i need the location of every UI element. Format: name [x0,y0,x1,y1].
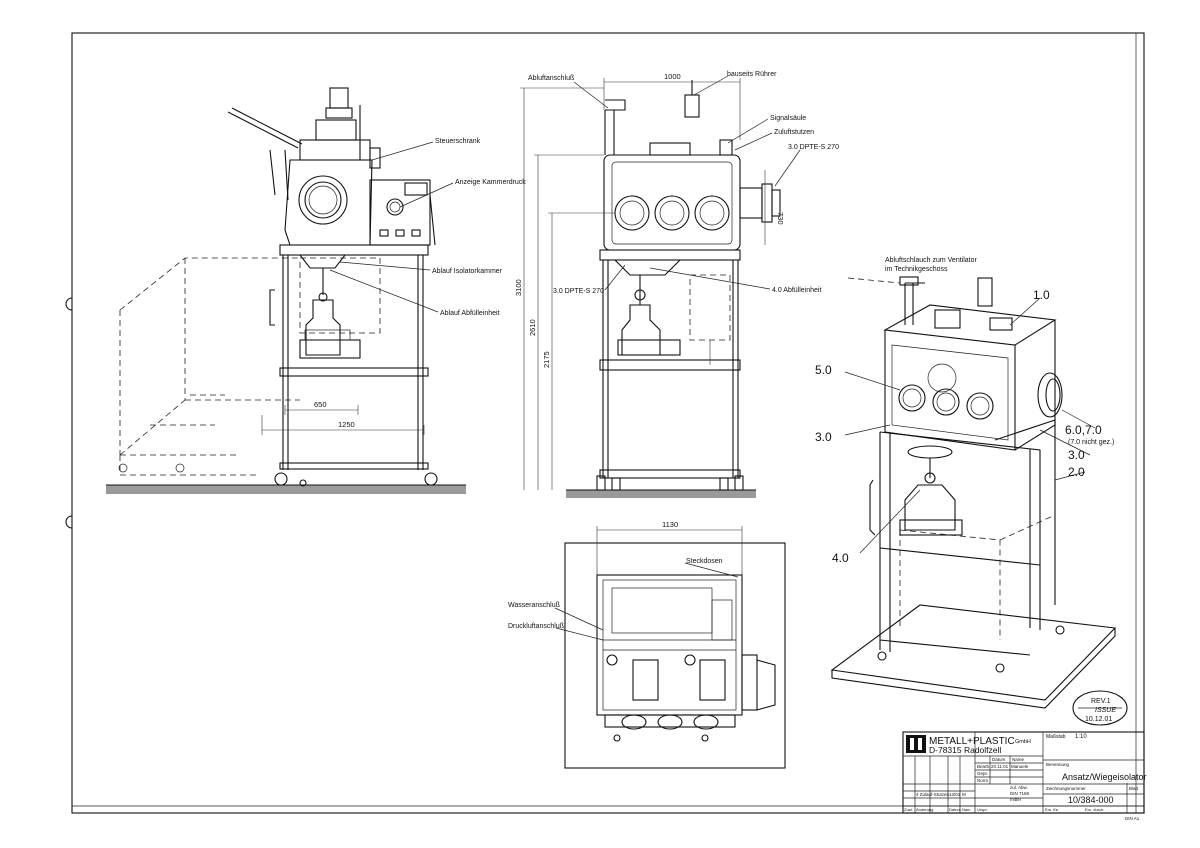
label-abluftschlauch-1: Abluftschlauch zum Ventilator [885,257,977,264]
label-abluftschlauch-2: im Technikgeschoss [885,266,948,273]
title-label: Benennung [1046,762,1070,767]
row-norm: Norm [977,778,988,783]
label-anzeige-kammerdruck: Anzeige Kammerdruck [455,179,526,186]
label-bauseits-ruehrer: bauseits Rührer [727,71,777,78]
ers-fuer: Ers. für: [1045,807,1059,812]
name-bearb: Manuele [1011,764,1029,769]
rev-row-text: 4 Zulauf-Stutzen [916,792,950,797]
zul-abw: zul. Abw. [1010,785,1028,790]
dim-3100: 3100 [514,279,523,296]
drawing-no-label: Zeichnungsnummer [1046,786,1086,791]
side-view: 650 1250 Steuerschrank Anzeige Kammerdru… [106,87,526,494]
date-bearb: 20.11.01 [991,764,1009,769]
dim-2175: 2175 [542,351,551,368]
revision-stamp: REV.1 ISSUE 10.12.01 [1072,690,1128,726]
callout-7-0-note: (7.0 nicht gez.) [1068,439,1114,446]
tolerance-mittel: mittel [1010,797,1021,802]
din-7168: DIN 7168 [1010,791,1030,796]
dim-1130: 1130 [662,520,678,529]
label-steuerschrank: Steuerschrank [435,138,481,145]
callout-1-0: 1.0 [1033,288,1050,302]
rev-issue: ISSUE [1095,707,1116,714]
label-zuluftstutzen: Zuluftstutzen [774,129,814,136]
format-din-a1: DIN A1 [1125,816,1140,821]
company-logo [906,735,926,753]
label-ablauf-isolatorkammer: Ablauf Isolatorkammer [432,268,503,275]
callout-2-0: 2.0 [1068,465,1085,479]
rev-date: 10.12.01 [1085,716,1112,723]
top-view: 1130 Steckdosen Wasseranschluß Druckluft… [508,520,786,769]
label-druckluftanschluss: Druckluftanschluß [508,623,564,630]
row-gepr: Gepr. [977,771,988,776]
col-datum2: Datum [949,807,961,812]
scale-value: 1:10 [1075,734,1087,740]
dim-1000: 1000 [664,72,681,81]
label-ablauf-abfuelleinheit: Ablauf Abfülleinheit [440,310,500,317]
row-bearb: Bearb. [977,764,990,769]
dim-650: 650 [314,400,327,409]
dim-730: 730 [776,212,785,225]
scale-label: Maßstab [1046,734,1066,740]
drawing-number: 10/384-000 [1068,795,1114,805]
dim-1250: 1250 [338,420,355,429]
col-datum: Datum [992,757,1006,762]
label-signalsaeule: Signalsäule [770,115,806,122]
punch-hole [65,297,73,311]
company-name: METALL+PLASTIC [929,736,1015,747]
drawing-frame [71,32,1145,814]
col-urspr: Urspr. [977,807,988,812]
callout-6-0-7-0: 6.0,7.0 [1065,423,1102,437]
punch-hole [65,515,73,529]
rev-row-name: M [962,792,966,797]
rev-label: REV.1 [1091,698,1111,705]
dim-2610: 2610 [528,319,537,336]
col-zust: Zust. [904,807,913,812]
title-block: METALL+PLASTIC GmbH D-78315 Radolfzell M… [902,731,1147,821]
label-steckdosen: Steckdosen [686,558,723,565]
sheet-label: Blatt [1129,786,1139,791]
callout-3-0-right: 3.0 [1068,448,1085,462]
col-aenderung: Änderung [916,807,933,812]
label-dpte-right: 3.0 DPTE-S 270 [788,144,839,151]
label-wasseranschluss: Wasseranschluß [508,602,560,609]
front-view: 1000 730 3100 2610 2175 Abluftanschluß b… [514,71,839,498]
ers-durch: Ers. durch: [1085,807,1104,812]
label-abfuelleinheit: 4.0 Abfülleinheit [772,287,821,294]
callout-5-0: 5.0 [815,363,832,377]
company-address: D-78315 Radolfzell [929,745,1001,755]
col-nam: Nam [962,807,971,812]
callout-4-0: 4.0 [832,551,849,565]
label-abluftanschluss: Abluftanschluß [528,75,574,82]
company-gmbh: GmbH [1015,739,1031,745]
col-name: Name [1012,757,1025,762]
drawing-title: Ansatz/Wiegeisolator [1062,772,1147,782]
callout-3-0-left: 3.0 [815,430,832,444]
isometric-view: Abluftschlauch zum Ventilator im Technik… [815,257,1117,709]
rev-row-date: 13/01 [949,792,961,797]
label-dpte-left: 3.0 DPTE-S 270 [553,288,604,295]
